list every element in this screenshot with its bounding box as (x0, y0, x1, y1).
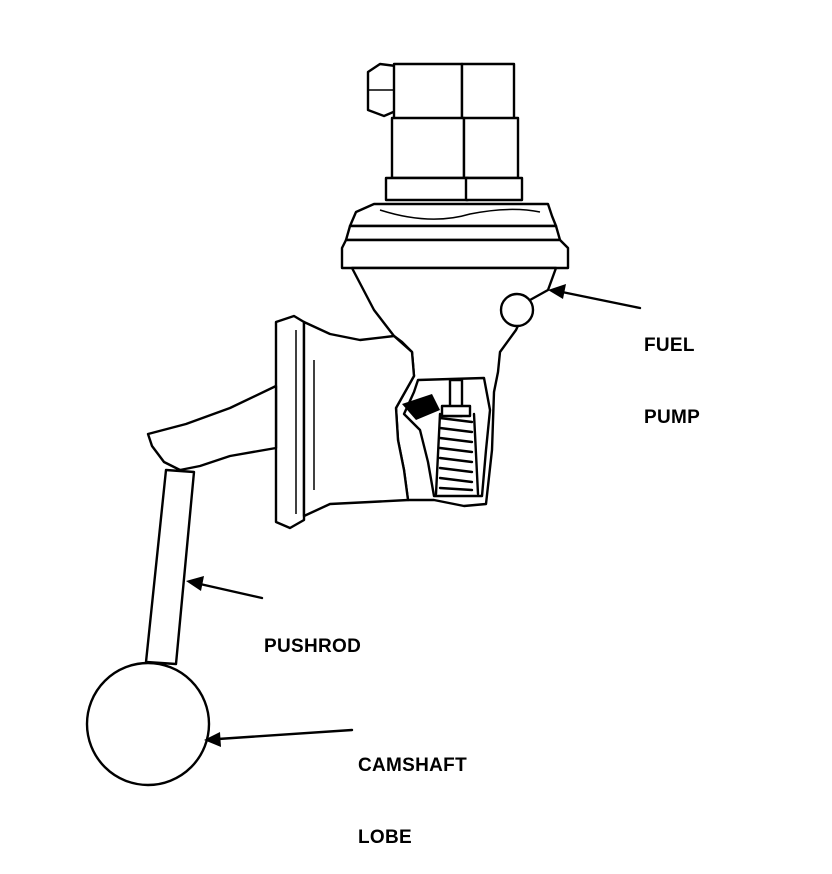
camshaft-lobe-label: CAMSHAFT LOBE (358, 706, 467, 874)
pump-body (350, 266, 558, 508)
pump-top-fittings (366, 62, 524, 202)
rocker-arm (146, 384, 278, 472)
fuel-pump-label-line2: PUMP (644, 407, 701, 428)
mounting-flange (274, 314, 416, 530)
camshaft-label-line1: CAMSHAFT (358, 755, 467, 776)
pushrod-shape (144, 468, 196, 666)
camshaft-label-line2: LOBE (358, 827, 412, 848)
fuel-pump-label-line1: FUEL (644, 335, 695, 356)
camshaft-arrow (204, 728, 354, 747)
fuel-pump-diagram (85, 62, 642, 787)
pump-spring (434, 412, 480, 496)
pushrod-label: PUSHROD (264, 587, 361, 683)
fuel-pump-label: FUEL PUMP (644, 286, 700, 454)
pushrod-label-text: PUSHROD (264, 636, 362, 657)
fuel-pump-arrow (548, 284, 642, 310)
pump-cover (340, 202, 570, 270)
pushrod-arrow (186, 576, 264, 600)
camshaft-lobe-shape (85, 661, 211, 787)
